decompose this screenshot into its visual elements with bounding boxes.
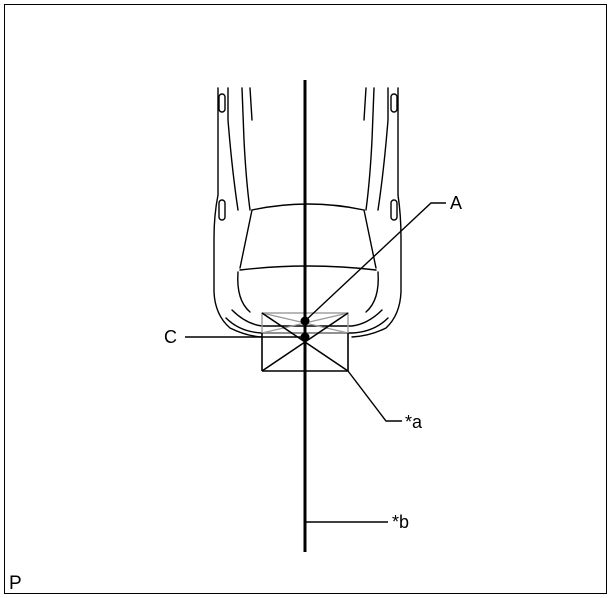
vehicle-left-pillar xyxy=(227,87,239,211)
vehicle-right-door-line xyxy=(365,87,375,211)
callout-star-a-label: *a xyxy=(405,412,423,432)
vehicle-front-bumper-inner xyxy=(231,309,383,327)
vehicle-right-mirror-bottom xyxy=(390,199,398,221)
vehicle-left-mirror-bottom xyxy=(218,199,226,221)
vehicle-windshield-right xyxy=(363,209,377,269)
page-code-label: P xyxy=(9,573,22,594)
callout-star-b-label: *b xyxy=(392,512,409,532)
vehicle-right-pillar xyxy=(377,87,389,211)
vehicle-right-body-outer xyxy=(351,87,402,338)
vehicle-hood-right-crease xyxy=(365,271,379,313)
leader-lines xyxy=(185,202,446,523)
vehicle-left-body-outer xyxy=(213,87,263,338)
callout-a-label: A xyxy=(450,193,462,213)
vehicle-left-mirror-top xyxy=(218,93,226,113)
vehicle-right-inner-line xyxy=(363,87,367,121)
leader-line-a xyxy=(304,202,446,322)
vehicle-windshield-left xyxy=(239,209,253,269)
vehicle-left-inner-line xyxy=(249,87,253,121)
vehicle-hood-line xyxy=(239,265,377,271)
vehicle-outline xyxy=(213,87,402,338)
vehicle-hood-left-crease xyxy=(237,271,251,313)
vehicle-windshield-top xyxy=(251,203,365,211)
leader-line-star-a xyxy=(347,370,402,422)
vehicle-right-mirror-top xyxy=(390,93,398,113)
vehicle-left-door-line xyxy=(241,87,251,211)
callout-c-label: C xyxy=(164,327,177,347)
